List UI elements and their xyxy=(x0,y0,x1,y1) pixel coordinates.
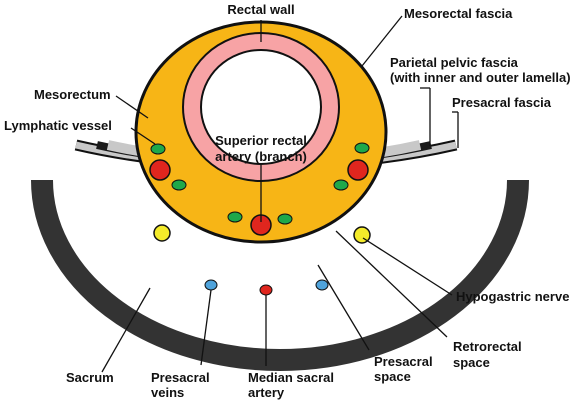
lymphatic-vessel-dot xyxy=(227,211,243,223)
leader-line xyxy=(115,95,149,119)
lymphatic-vessel-dot xyxy=(150,143,166,155)
lymphatic-vessel-dot xyxy=(333,179,349,191)
label-sacrum: Sacrum xyxy=(66,370,114,385)
hypogastric-nerve-dot xyxy=(353,226,371,244)
label-presacral-veins: Presacral xyxy=(151,370,210,385)
label-retrorectal-space: Retrorectal xyxy=(453,339,522,354)
label-presacral-space-sub: space xyxy=(374,369,411,384)
leader-line xyxy=(362,237,453,296)
lymphatic-vessel-dot xyxy=(277,213,293,225)
label-presacral-fascia: Presacral fascia xyxy=(452,95,552,110)
sacrum-band xyxy=(31,179,529,371)
leader-line xyxy=(361,15,403,67)
leader-line xyxy=(200,289,212,366)
presacral-vein-dot xyxy=(315,279,329,291)
label-presacral-space: Presacral xyxy=(374,354,433,369)
label-mesorectal-fascia: Mesorectal fascia xyxy=(404,6,513,21)
presacral-vein-dot xyxy=(204,279,218,291)
leader-line xyxy=(101,287,151,373)
label-parietal-pelvic-fascia: Parietal pelvic fascia xyxy=(390,55,519,70)
label-superior-rectal-artery-sub: artery (branch) xyxy=(215,149,307,164)
label-rectal-wall: Rectal wall xyxy=(227,2,294,17)
lymphatic-vessel-dot xyxy=(171,179,187,191)
label-hypogastric-nerve: Hypogastric nerve xyxy=(456,289,569,304)
artery-dot xyxy=(347,159,369,181)
hypogastric-nerve-dot xyxy=(153,224,171,242)
leader-line xyxy=(317,264,370,351)
label-presacral-veins-sub: veins xyxy=(151,385,184,400)
artery-dot xyxy=(149,159,171,181)
leader-line xyxy=(130,127,156,145)
label-retrorectal-space-sub: space xyxy=(453,355,490,370)
median-sacral-artery-dot xyxy=(259,284,273,296)
label-median-sacral-artery: Median sacral xyxy=(248,370,334,385)
label-lymphatic-vessel: Lymphatic vessel xyxy=(4,118,112,133)
label-mesorectum: Mesorectum xyxy=(34,87,111,102)
label-parietal-pelvic-fascia-sub: (with inner and outer lamella) xyxy=(390,70,571,85)
leader-line xyxy=(335,230,448,338)
label-superior-rectal-artery: Superior rectal xyxy=(215,133,307,148)
label-median-sacral-artery-sub: artery xyxy=(248,385,285,400)
lymphatic-vessel-dot xyxy=(354,142,370,154)
